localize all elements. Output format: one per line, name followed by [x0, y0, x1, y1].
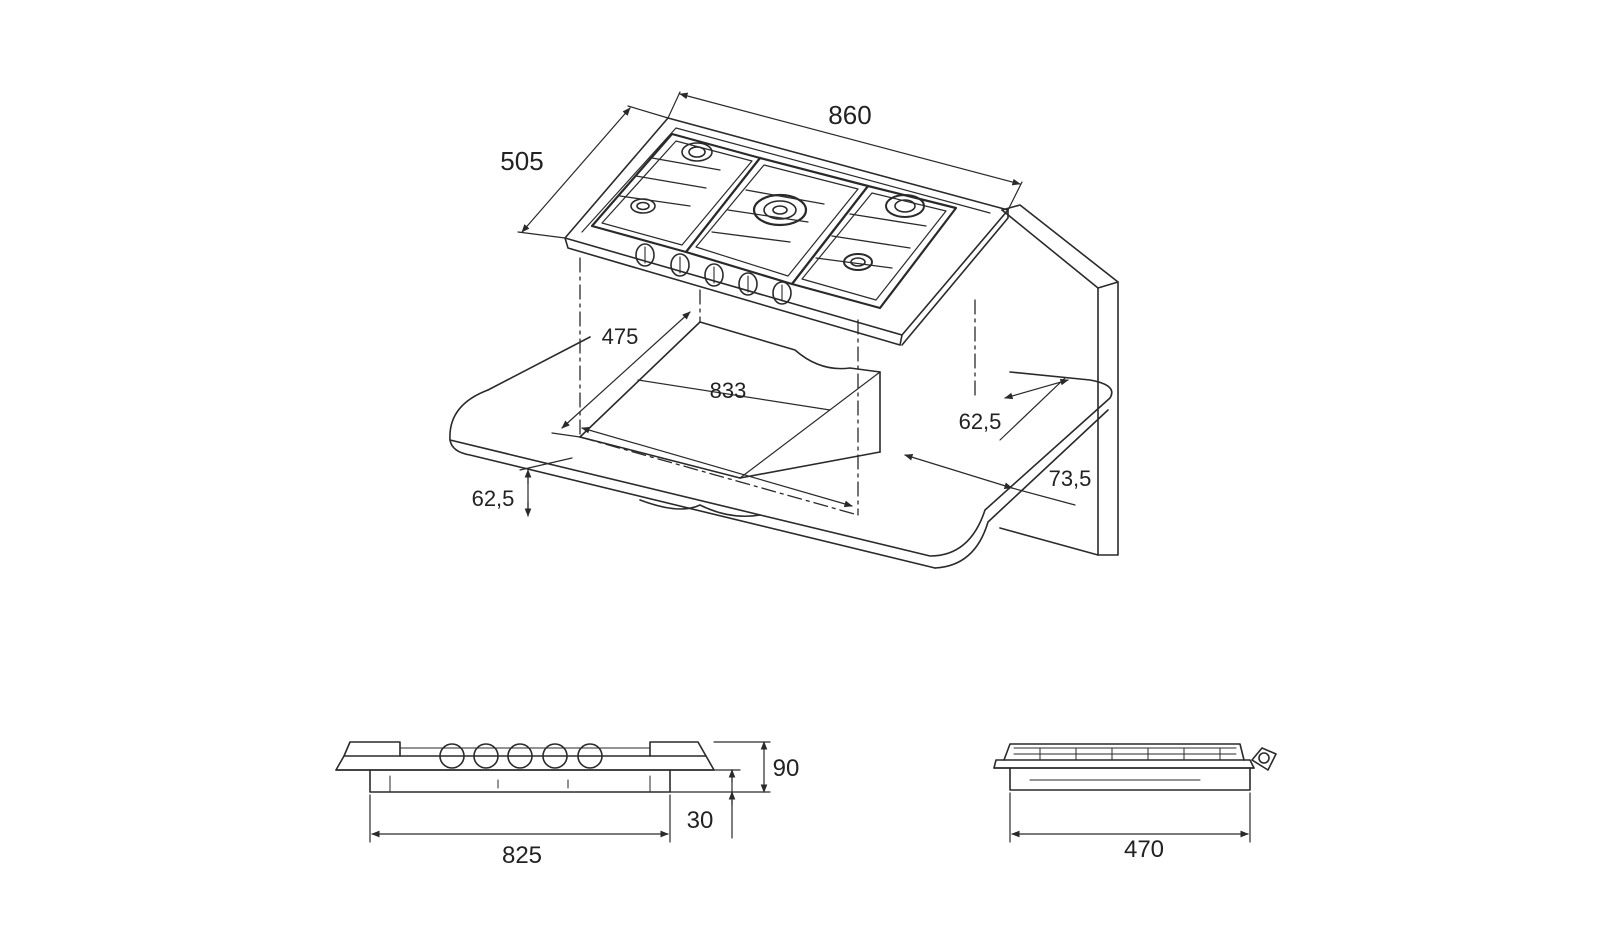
dimension-lines [517, 91, 1076, 517]
knob [738, 272, 758, 296]
burner-back-right [885, 194, 925, 218]
under-hob-box [579, 257, 976, 516]
knob [772, 281, 792, 305]
isometric-view [449, 91, 1119, 569]
knob [542, 743, 568, 769]
dim-width-top: 860 [828, 100, 871, 130]
dim-front-under-height: 30 [687, 807, 714, 834]
dim-right-margin: 62,5 [959, 409, 1002, 434]
knob [473, 743, 499, 769]
dim-front-margin: 62,5 [472, 486, 515, 511]
side-knob [1251, 747, 1277, 771]
burner-front-left [630, 198, 656, 214]
worktop [449, 336, 1113, 569]
burner-wok-center [752, 193, 808, 227]
knob [635, 243, 655, 267]
dim-depth-top: 505 [500, 146, 543, 176]
dim-front-total-height: 90 [773, 755, 800, 782]
burner-front-right [843, 253, 873, 271]
front-knobs [439, 743, 603, 769]
knob [577, 743, 603, 769]
control-knobs [635, 243, 792, 305]
side-dimension-lines [1009, 792, 1251, 843]
dim-cutout-width: 833 [710, 378, 747, 403]
knob [704, 263, 724, 287]
knob [507, 743, 533, 769]
side-elevation [993, 743, 1277, 843]
burner-back-left [681, 142, 713, 162]
dimension-labels: 860 505 475 833 62,5 73,5 62,5 90 30 825… [472, 100, 1164, 869]
knob [439, 743, 465, 769]
dim-front-base-width: 825 [502, 842, 542, 869]
back-wall [999, 204, 1119, 556]
front-elevation [335, 741, 771, 843]
front-dimension-lines [369, 741, 771, 843]
dim-cutout-depth: 475 [602, 324, 639, 349]
dim-side-base-width: 470 [1124, 836, 1164, 863]
knob [670, 253, 690, 277]
dim-wall-clearance: 73,5 [1049, 466, 1092, 491]
